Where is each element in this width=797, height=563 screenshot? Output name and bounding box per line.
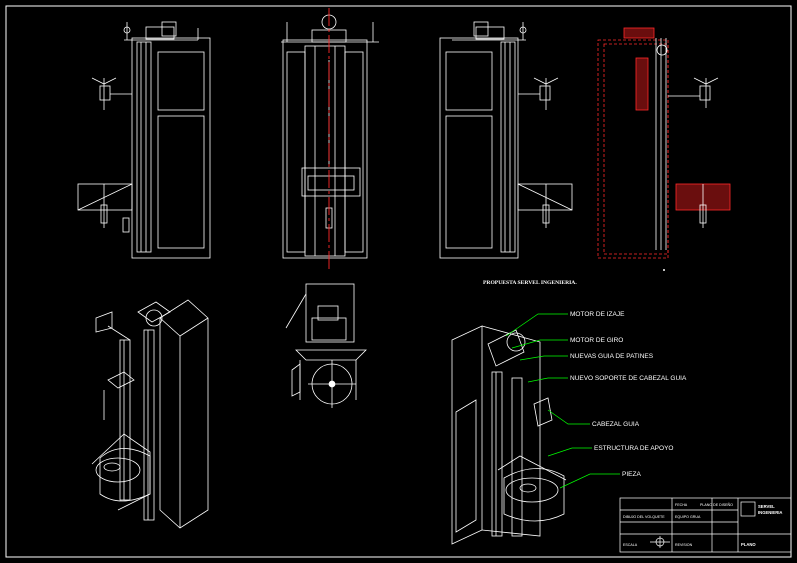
isometric-view-left xyxy=(91,299,209,529)
tb-mid-0: FECHA xyxy=(675,503,688,507)
company-subtitle: INGENIERIA xyxy=(758,510,782,515)
tb-plano-label: PLANO xyxy=(741,542,756,547)
elevation-view-left xyxy=(77,21,211,259)
sheet-border xyxy=(5,5,792,558)
callout-motor-izaje: MOTOR DE IZAJE xyxy=(570,311,625,318)
isometric-view-right xyxy=(451,325,567,545)
title-block-text: SERVEL INGENIERIA DIBUJO DEL VOLQUETE ES… xyxy=(623,502,782,547)
callout-motor-giro: MOTOR DE GIRO xyxy=(570,337,623,344)
callout-cabezal-guia: CABEZAL GUIA xyxy=(592,421,640,428)
callout-guia-patines: NUEVAS GUIA DE PATINES xyxy=(570,353,654,360)
proposal-title: PROPUESTA SERVEL INGENIERIA. xyxy=(483,280,577,286)
title-block xyxy=(619,497,792,553)
tb-mid-3: REVISION xyxy=(675,543,693,547)
callout-pieza: PIEZA xyxy=(622,471,641,478)
head-detail-view xyxy=(285,283,367,408)
company-name: SERVEL xyxy=(758,504,775,509)
tb-mid-1: EQUIPO GRUA xyxy=(675,515,701,519)
elevation-view-front xyxy=(281,14,379,259)
callout-estructura-apoyo: ESTRUCTURA DE APOYO xyxy=(594,445,673,452)
tb-right-0: PLANO DE DISEÑO xyxy=(700,502,733,507)
modified-elevation-view xyxy=(597,27,731,271)
tb-left-3: ESCALA xyxy=(623,543,638,547)
callout-labels: MOTOR DE IZAJE MOTOR DE GIRO NUEVAS GUIA… xyxy=(570,311,687,478)
elevation-view-right xyxy=(439,21,573,259)
tb-left-1: DIBUJO DEL VOLQUETE xyxy=(623,515,665,519)
callout-leaders xyxy=(505,313,620,489)
callout-soporte-cabezal: NUEVO SOPORTE DE CABEZAL GUIA xyxy=(570,375,687,382)
